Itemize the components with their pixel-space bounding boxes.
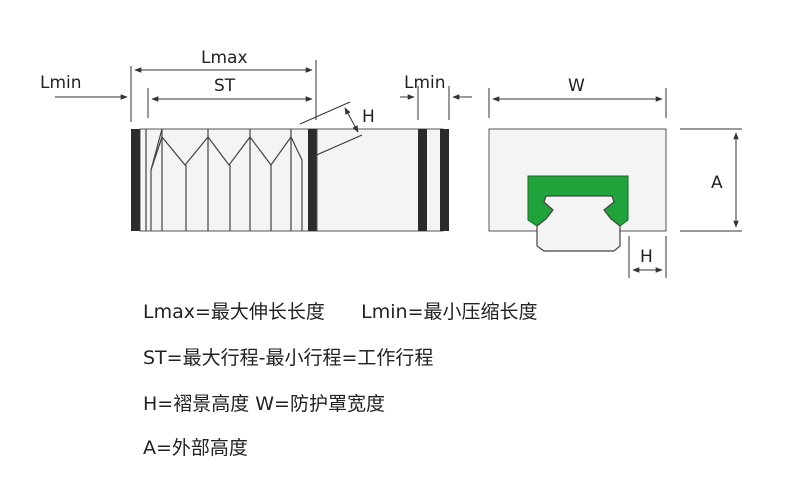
lmin-right-label: Lmin (404, 73, 446, 93)
end-plate-left (131, 129, 140, 231)
st-label: ST (214, 76, 236, 96)
h-side-label: H (362, 107, 375, 127)
legend-line-2: ST=最大行程-最小行程=工作行程 (143, 346, 433, 370)
cross-section-view (488, 128, 667, 252)
end-plate-middle (308, 129, 317, 231)
w-label: W (568, 76, 585, 96)
legend-a: A=外部高度 (143, 437, 248, 459)
a-label: A (711, 173, 723, 193)
legend-gap (325, 301, 361, 323)
lmin-right-dimension: Lmin (400, 73, 472, 120)
legend-line-3: H=褶景高度 W=防护罩宽度 (143, 392, 385, 416)
legend-lmin: Lmin=最小压缩长度 (361, 301, 538, 323)
lmax-label: Lmax (201, 48, 248, 68)
rail-profile (536, 195, 621, 252)
end-plate-compressed-1 (418, 129, 427, 231)
legend-w: W=防护罩宽度 (255, 393, 385, 415)
lmin-left-dimension: Lmin (40, 66, 132, 122)
legend-lmax: Lmax=最大伸长长度 (143, 301, 325, 323)
w-dimension: W (488, 76, 667, 118)
legend-h: H=褶景高度 (143, 393, 250, 415)
bellows-side-view (131, 128, 449, 232)
bellows-pleats (145, 128, 303, 231)
pleat-height-dimension: H (299, 101, 375, 158)
a-dimension: A (680, 128, 742, 232)
h-section-dimension: H (628, 236, 667, 278)
legend-line-4: A=外部高度 (143, 436, 248, 460)
h-section-label: H (640, 247, 653, 267)
end-plate-compressed-2 (440, 129, 449, 231)
lmin-left-label: Lmin (40, 73, 82, 93)
lmax-dimension: Lmax (134, 48, 317, 120)
legend-line-1: Lmax=最大伸长长度 Lmin=最小压缩长度 (143, 300, 538, 324)
legend-st: ST=最大行程-最小行程=工作行程 (143, 347, 434, 369)
bellows-cover-diagram: Lmin Lmax ST H Lmin W (40, 48, 742, 278)
st-dimension: ST (147, 76, 313, 118)
